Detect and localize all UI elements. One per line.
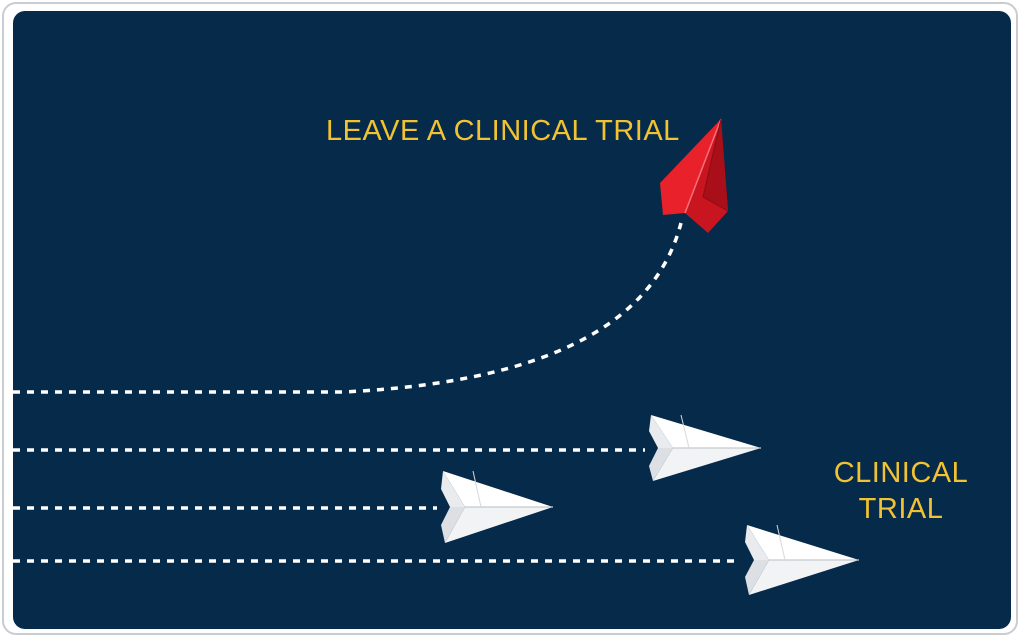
red-paper-plane-icon [660,118,729,233]
white-paper-plane-icon-2 [441,470,553,543]
white-paper-plane-icon-1 [649,414,761,481]
diagram-panel: LEAVE A CLINICAL TRIAL CLINICAL TRIAL [13,11,1011,629]
clinical-trial-label: CLINICAL TRIAL [831,455,971,527]
leave-trial-label: LEAVE A CLINICAL TRIAL [326,115,680,147]
curved-trail [13,222,683,394]
clinical-trial-label-line-1: CLINICAL [833,457,969,489]
trails [13,222,741,563]
white-paper-plane-icon-3 [745,524,859,595]
diagram-art [13,118,859,595]
clinical-trial-label-line-2: TRIAL [858,493,944,525]
